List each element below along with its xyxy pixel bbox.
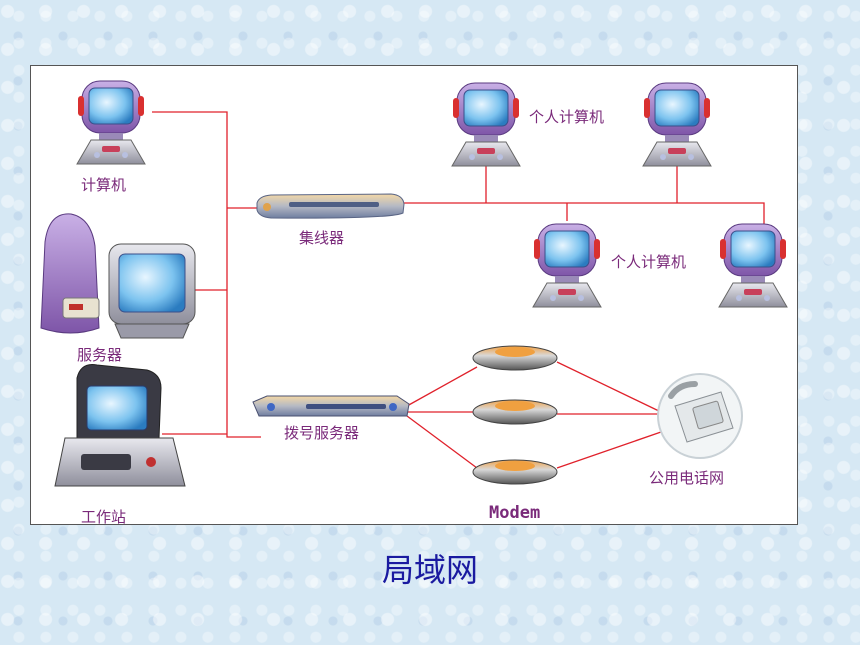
computer-icon: [76, 80, 146, 165]
page-title: 局域网: [381, 551, 478, 589]
workstation-label: 工作站: [81, 508, 126, 524]
modem-icon: [472, 399, 558, 425]
hub-icon: [256, 193, 405, 219]
computer-label: 计算机: [81, 176, 126, 194]
link-lines: [152, 111, 765, 469]
personal-computer-icon: [451, 82, 521, 167]
telephone-icon: [657, 373, 743, 459]
modem-icon: [472, 459, 558, 485]
personal-computer-icon: [718, 223, 788, 308]
hub-label: 集线器: [299, 229, 344, 247]
server-label: 服务器: [77, 346, 122, 364]
network-diagram-panel: 计算机 集线器 个人计算机 个人计算机 服务器 拨号服务器 工作站: [30, 65, 798, 525]
personal-computer-icon: [642, 82, 712, 167]
personal-computer-icon: [532, 223, 602, 308]
phone-network-label: 公用电话网: [649, 469, 724, 487]
pc-top-label: 个人计算机: [529, 108, 604, 126]
modem-label: Modem: [489, 503, 540, 523]
pc-mid-label: 个人计算机: [611, 253, 686, 271]
workstation-icon: [54, 364, 186, 487]
dial-server-icon: [252, 395, 410, 417]
network-diagram: 计算机 集线器 个人计算机 个人计算机 服务器 拨号服务器 工作站: [40, 80, 788, 524]
modem-icon: [472, 345, 558, 371]
dial-server-label: 拨号服务器: [284, 424, 359, 442]
server-icon: [40, 213, 196, 339]
